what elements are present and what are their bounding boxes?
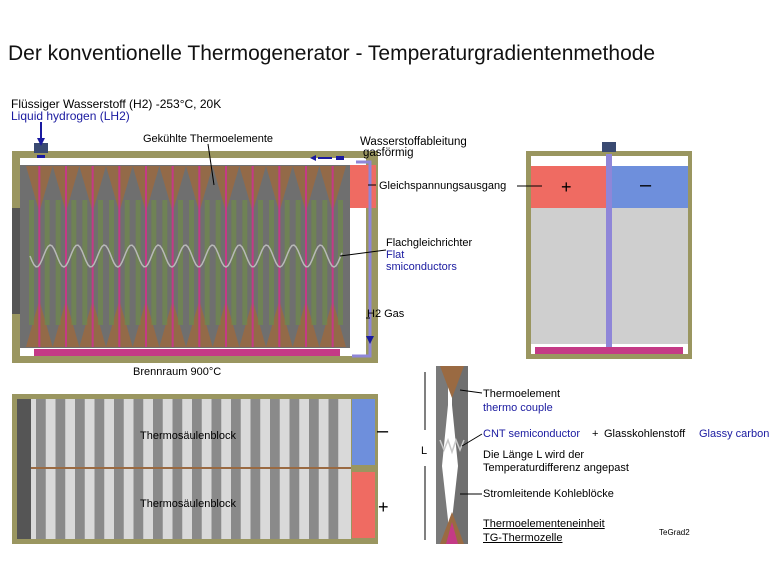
block-plus-sign: + <box>378 497 389 517</box>
semiconductor-strip <box>44 200 50 325</box>
h2-outlet-label-2: gasförmig <box>363 147 414 159</box>
h2-gas-arrow-head <box>366 336 374 344</box>
cnt-wave <box>439 437 465 455</box>
lh2-arrow-head <box>37 138 45 146</box>
cnt-label: CNT semiconductor <box>483 428 580 440</box>
semiconductor-strip <box>258 200 263 325</box>
h2-outlet-arrow-head <box>310 155 316 161</box>
thermocouple-label-en: thermo couple <box>483 402 553 414</box>
semiconductor-strip <box>82 200 88 325</box>
unit-label-en: TG-Thermozelle <box>483 532 563 544</box>
thermocouple-unit <box>424 366 468 544</box>
semiconductor-strip <box>135 200 141 325</box>
block-plus-terminal <box>352 472 375 538</box>
semiconductor-strip <box>178 200 183 325</box>
semiconductor-strip <box>29 200 34 325</box>
semiconductor-strip <box>231 200 237 325</box>
semiconductor-strip <box>338 200 343 325</box>
side-view <box>526 142 692 359</box>
semiconductor-strip <box>215 200 221 325</box>
page-title: Der konventionelle Thermogenerator - Tem… <box>8 42 656 65</box>
lh2-label: Flüssiger Wasserstoff (H2) -253°C, 20K <box>11 97 222 111</box>
carbon-blocks-label: Stromleitende Kohleblöcke <box>483 488 614 500</box>
semiconductor-strip <box>189 200 194 325</box>
lh2-inlet-block <box>34 143 48 153</box>
semiconductor-strip <box>124 200 130 325</box>
glassy-carbon-label: Glasskohlenstoff <box>604 428 686 440</box>
leader-te <box>459 389 483 394</box>
side-minus-terminal <box>611 166 688 208</box>
thermocouple-top-tip <box>440 366 464 398</box>
flat-label-en-2: smiconductors <box>386 261 457 273</box>
leader-flat <box>339 249 387 257</box>
leader-cnt <box>461 433 483 447</box>
block-minus-sign: – <box>377 420 389 442</box>
cooled-elements-label: Gekühlte Thermoelemente <box>143 133 274 145</box>
thermocouple-bottom-pink <box>446 522 458 544</box>
blocks-left-edge <box>17 399 31 539</box>
thermocouple-right-leg <box>452 366 468 544</box>
h2-gas-pipe <box>352 160 372 358</box>
side-plus-terminal <box>531 166 607 208</box>
dc-output-terminal <box>350 165 376 208</box>
semiconductor-strip <box>322 200 328 325</box>
flat-label-en: Flat <box>386 249 405 261</box>
length-note-2: Temperaturdifferenz angepast <box>483 462 629 474</box>
side-heater-bar <box>535 347 683 354</box>
combustion-heater-bar <box>34 349 340 356</box>
unit-label: Thermoelementeneinheit <box>483 518 605 530</box>
flat-rectifier-wave <box>29 244 343 268</box>
semiconductor-strip <box>269 200 274 325</box>
leader-lines <box>207 143 542 495</box>
length-note-1: Die Länge L wird der <box>483 449 585 461</box>
combustion-label: Brennraum 900°C <box>133 366 222 378</box>
lh2-inlet-mark <box>37 155 45 158</box>
semiconductor-strip <box>242 200 248 325</box>
flat-rectifier-label: Flachgleichrichter <box>386 237 473 249</box>
semiconductor-strip <box>71 200 77 325</box>
semiconductor-strip <box>295 200 301 325</box>
length-symbol: L <box>421 445 428 457</box>
leader-cooled <box>207 143 215 186</box>
plus-join: + <box>592 428 599 440</box>
side-pipe <box>606 154 612 354</box>
side-minus-sign: – <box>640 174 652 196</box>
block-label-bottom: Thermosäulenblock <box>140 498 236 510</box>
semiconductor-strip <box>311 200 317 325</box>
semiconductor-strip <box>55 200 61 325</box>
block-minus-terminal <box>352 399 375 465</box>
block-label-top: Thermosäulenblock <box>140 430 236 442</box>
h2-outlet-label: Wasserstoffableitung <box>360 136 467 148</box>
semiconductor-strip <box>98 200 103 325</box>
flat-semiconductor-strips <box>29 200 343 325</box>
thermo-element-lines <box>38 166 334 347</box>
dc-output-label: Gleichspannungsausgang <box>379 180 507 192</box>
thermocouple-left-leg <box>436 366 448 544</box>
thermoelement-label: Thermoelement <box>483 388 561 400</box>
left-insulation <box>12 208 20 314</box>
h2-gas-label: H2 Gas <box>367 308 405 320</box>
semiconductor-strip <box>204 200 210 325</box>
semiconductor-strip <box>284 200 290 325</box>
lh2-label-en: Liquid hydrogen (LH2) <box>11 109 130 123</box>
credit-label: TeGrad2 <box>659 528 690 537</box>
side-inlet-block <box>602 142 616 152</box>
glassy-carbon-label-en: Glassy carbon <box>699 428 770 440</box>
semiconductor-strip <box>151 200 157 325</box>
thermopile-blocks <box>12 394 378 544</box>
semiconductor-strip <box>109 200 114 325</box>
semiconductor-strip <box>162 200 168 325</box>
h2-outlet-mark <box>336 156 344 160</box>
main-generator <box>12 122 378 363</box>
side-plus-sign: + <box>561 177 572 197</box>
